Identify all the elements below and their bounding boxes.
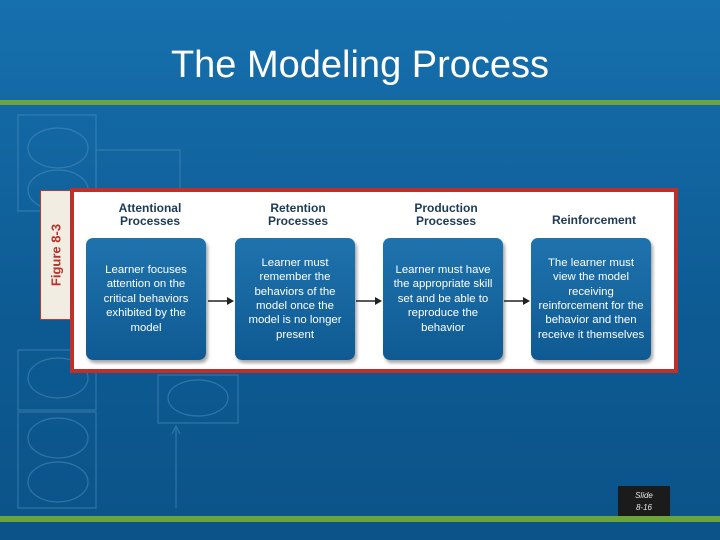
arrow-right-icon bbox=[504, 297, 530, 305]
heading-reinforcement: Reinforcement bbox=[551, 213, 637, 227]
heading-production: Production Processes bbox=[414, 201, 478, 228]
arrow-right-icon bbox=[208, 297, 234, 305]
box-attentional: Learner focuses attention on the critica… bbox=[86, 238, 206, 360]
heading-attentional: Attentional Processes bbox=[118, 201, 182, 228]
top-rule bbox=[0, 100, 720, 105]
slide-number-badge: Slide 8-16 bbox=[618, 486, 670, 518]
figure-label-tab: Figure 8-3 bbox=[40, 190, 72, 320]
slide-title: The Modeling Process bbox=[170, 44, 550, 86]
modeling-process-diagram: Attentional Processes Retention Processe… bbox=[70, 188, 678, 373]
arrow-right-icon bbox=[356, 297, 382, 305]
bottom-rule bbox=[0, 516, 720, 522]
box-production: Learner must have the appropriate skill … bbox=[383, 238, 503, 360]
slide-number-label: Slide bbox=[635, 491, 653, 500]
slide-number-value: 8-16 bbox=[635, 503, 652, 512]
box-retention: Learner must remember the behaviors of t… bbox=[235, 238, 355, 360]
heading-retention: Retention Processes bbox=[267, 201, 329, 228]
figure-label: Figure 8-3 bbox=[48, 223, 64, 287]
box-reinforcement: The learner must view the model receivin… bbox=[531, 238, 651, 360]
